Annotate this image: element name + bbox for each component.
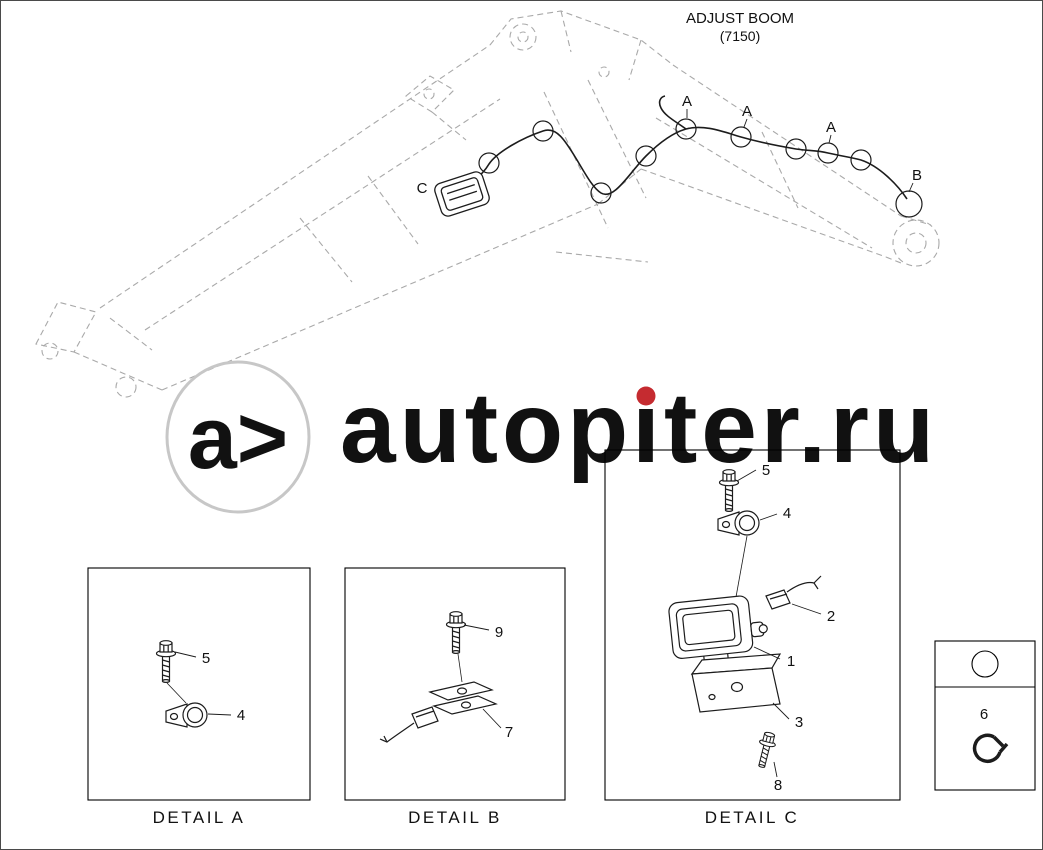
detail-b-caption: DETAIL B: [408, 808, 502, 827]
watermark-i-dot: [636, 386, 656, 406]
part-number-4-c: 4: [783, 505, 791, 522]
detail-a-caption: DETAIL A: [153, 808, 246, 827]
watermark: a> autopiter.ru: [165, 360, 938, 514]
detail-a-parts: [155, 640, 232, 728]
watermark-logo-oval: [165, 360, 311, 514]
leader-line: [482, 708, 502, 729]
callout-leader: [908, 182, 914, 193]
part-number-7-b: 7: [505, 724, 513, 741]
detail-c-parts: [668, 469, 822, 778]
connector-wire-barb: [813, 582, 819, 590]
callout-leader: [828, 134, 832, 144]
detail-c-box: [604, 449, 901, 801]
leader-line: [174, 651, 197, 658]
harness-clamp-marker: [635, 145, 657, 167]
work-lamp-item-1: [668, 595, 768, 667]
callout-c: C: [417, 180, 428, 197]
legend-circle: [971, 650, 999, 678]
part-number-9-b: 9: [495, 624, 503, 641]
part-number-6: 6: [980, 706, 988, 723]
harness-clamp-marker: [532, 120, 554, 142]
part-number-8-c: 8: [774, 777, 782, 794]
watermark-logo: a>: [188, 388, 288, 487]
detail-c-caption: DETAIL C: [705, 808, 800, 827]
legend-box: [934, 640, 1036, 791]
callout-a-2: A: [742, 103, 752, 120]
leader-line: [791, 603, 822, 615]
plate-hole: [460, 701, 472, 709]
part-number-5-c: 5: [762, 462, 770, 479]
bracket-hole: [708, 693, 716, 701]
watermark-text: autopiter.ru: [340, 372, 938, 484]
work-lamp-small: [434, 171, 490, 217]
detail-a-box: [87, 567, 311, 801]
callout-leader: [743, 118, 748, 128]
leader-line: [759, 513, 778, 521]
leader-line: [773, 761, 778, 778]
callout-b: B: [912, 167, 922, 184]
leader-line: [463, 624, 490, 631]
harness-clamp-marker: [730, 126, 752, 148]
leader-line: [207, 713, 232, 716]
assembly-axis: [166, 682, 187, 704]
harness-clamp-markers: [478, 118, 923, 218]
diagram-subtitle: (7150): [720, 28, 760, 44]
harness-clamp-marker: [785, 138, 807, 160]
clip-item-6: [972, 733, 1009, 764]
detail-b-box: [344, 567, 566, 801]
leader-line: [772, 702, 790, 720]
callout-a-1: A: [682, 93, 692, 110]
boom-ghost-outline: [35, 10, 940, 398]
harness-clamp-marker: [675, 118, 697, 140]
harness-clamp-marker: [817, 142, 839, 164]
part-number-5-a: 5: [202, 650, 210, 667]
part-number-1-c: 1: [787, 653, 795, 670]
diagram-title: ADJUST BOOM: [686, 10, 794, 27]
connector-wire: [786, 575, 822, 593]
harness-clamp-marker: [590, 182, 612, 204]
callout-leaders: [686, 109, 914, 193]
assembly-axis: [735, 535, 748, 598]
detail-b-parts: [379, 611, 502, 743]
part-number-2-c: 2: [827, 608, 835, 625]
leader-line: [753, 646, 781, 660]
harness-clamp-marker: [850, 149, 872, 171]
assembly-axis: [457, 653, 463, 683]
callout-a-3: A: [826, 119, 836, 136]
detail-boxes: [87, 449, 1036, 801]
part-number-3-c: 3: [795, 714, 803, 731]
connector-wire-barb: [383, 735, 388, 743]
leader-line: [736, 469, 757, 482]
connector-detail: [769, 593, 788, 600]
harness-clamp-marker: [478, 152, 500, 174]
plate-hole: [456, 687, 468, 695]
part-number-4-a: 4: [237, 707, 245, 724]
connector-detail: [415, 710, 435, 718]
bracket-hole: [730, 681, 744, 693]
cable-end-hook: [658, 95, 687, 130]
